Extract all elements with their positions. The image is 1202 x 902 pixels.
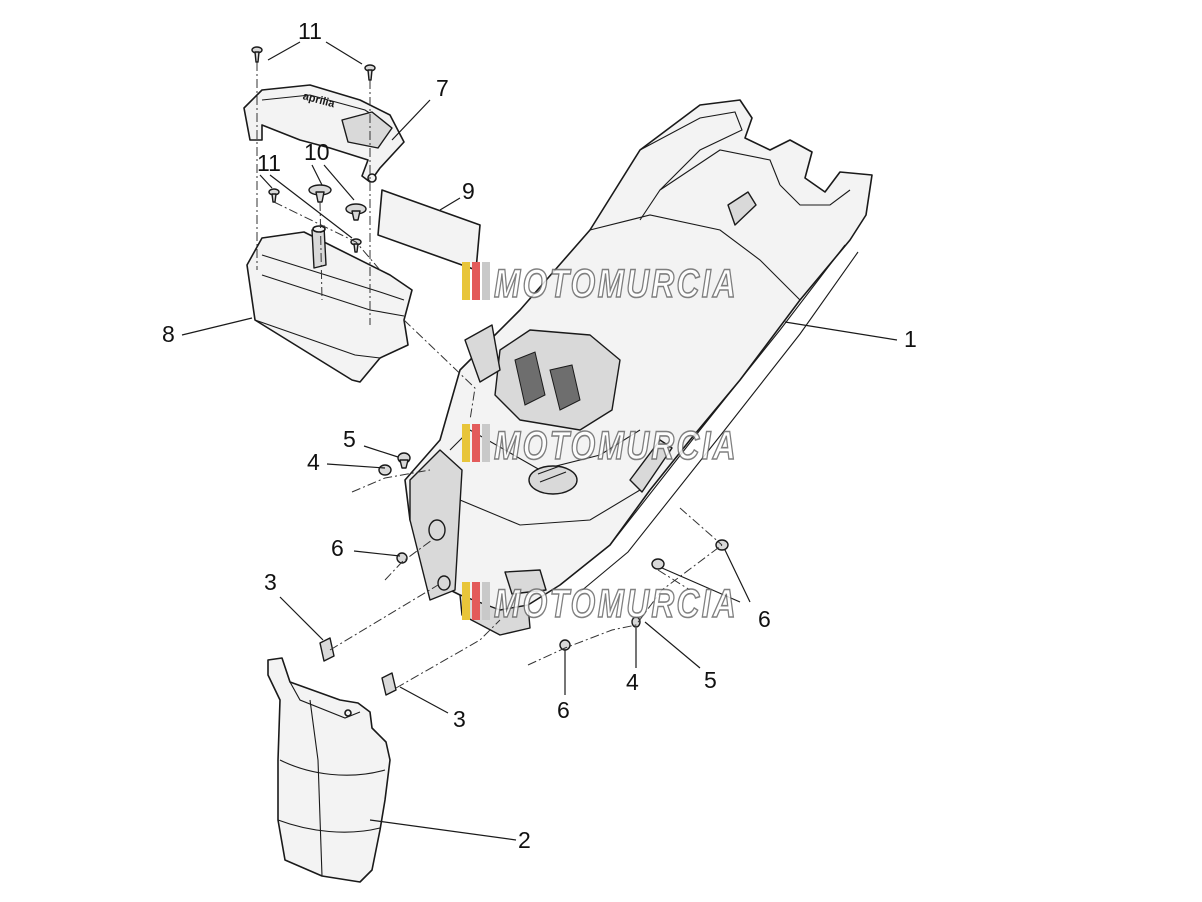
callout-11-middle: 11: [257, 150, 281, 176]
callout-9: 9: [462, 178, 475, 204]
watermark-text: MOTOMURCIA: [494, 424, 738, 468]
watermark-2: MOTOMURCIA: [462, 423, 738, 469]
callout-4-left: 4: [307, 449, 320, 475]
callout-5-right: 5: [704, 667, 717, 693]
callout-11-top: 11: [298, 18, 322, 44]
watermark-1: MOTOMURCIA: [462, 261, 738, 307]
callout-6-bottom: 6: [557, 697, 570, 723]
watermark-stripe: [472, 262, 480, 300]
part-7-battery-cover: aprilia: [243, 84, 405, 183]
callout-10: 10: [304, 139, 330, 165]
callout-5-left: 5: [343, 426, 356, 452]
watermark-stripe: [482, 262, 490, 300]
assembly-lines: [256, 62, 723, 689]
watermark-text: MOTOMURCIA: [494, 582, 738, 626]
watermark-stripe: [472, 582, 480, 620]
callout-7: 7: [436, 75, 449, 101]
part-2-mud-flap: [267, 657, 391, 883]
watermark-stripe: [482, 582, 490, 620]
callout-6-left: 6: [331, 535, 344, 561]
part-1-rear-mudguard: [404, 99, 873, 636]
watermark-stripe: [462, 424, 470, 462]
watermark-3: MOTOMURCIA: [462, 581, 738, 627]
callout-3-left: 3: [264, 569, 277, 595]
part-10-grommets: [308, 184, 367, 221]
part-8-battery-box: [246, 225, 413, 383]
watermark-stripe: [482, 424, 490, 462]
callout-1: 1: [904, 326, 917, 352]
watermark-stripe: [462, 262, 470, 300]
watermark-text: MOTOMURCIA: [494, 262, 738, 306]
callout-6-right: 6: [758, 606, 771, 632]
callout-2: 2: [518, 827, 531, 853]
part-11-screws: [251, 46, 376, 253]
callouts: 1 2 3 3 4 4 5 5 6 6 6 7 8 9 10 11 11: [162, 18, 917, 853]
callout-3-right: 3: [453, 706, 466, 732]
watermark-stripe: [472, 424, 480, 462]
callout-4-right: 4: [626, 669, 639, 695]
leader-lines: [181, 41, 898, 841]
watermark-stripe: [462, 582, 470, 620]
part-3-clips: [319, 637, 397, 696]
callout-8: 8: [162, 321, 175, 347]
